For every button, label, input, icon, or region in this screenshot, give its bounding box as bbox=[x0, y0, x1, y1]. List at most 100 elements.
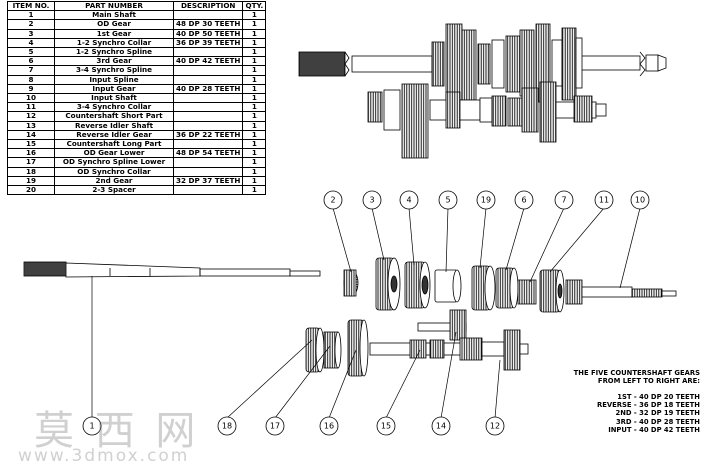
assembled-main-shaft bbox=[351, 55, 433, 73]
bom-header-qty: QTY. bbox=[242, 0, 267, 12]
bom-qty: 1 bbox=[242, 19, 267, 30]
balloon-circle bbox=[323, 190, 343, 210]
bom-description: 40 DP 42 TEETH bbox=[172, 56, 244, 67]
bom-qty: 1 bbox=[242, 148, 267, 159]
bom-qty: 1 bbox=[242, 47, 267, 58]
balloon-label: 12 bbox=[490, 422, 500, 431]
bom-description: 48 DP 54 TEETH bbox=[172, 148, 244, 159]
balloon-circle bbox=[265, 416, 285, 436]
bom-qty: 1 bbox=[242, 93, 267, 104]
bom-qty: 1 bbox=[242, 83, 267, 95]
balloon-label: 5 bbox=[445, 196, 450, 205]
balloon-label: 3 bbox=[369, 196, 374, 205]
note-line bbox=[550, 385, 700, 393]
bom-qty: 1 bbox=[242, 111, 267, 122]
balloon-circle bbox=[630, 190, 650, 210]
bom-description: 36 DP 39 TEETH bbox=[172, 37, 244, 49]
bom-header-row: ITEM NO. PART NUMBER DESCRIPTION QTY. bbox=[7, 0, 267, 12]
assembled-spline-end bbox=[298, 51, 346, 77]
bom-description: 32 DP 37 TEETH bbox=[172, 175, 244, 187]
balloon-circle bbox=[514, 190, 534, 210]
bom-header-description: DESCRIPTION bbox=[172, 0, 244, 12]
balloon-circle bbox=[217, 416, 237, 436]
assembled-input-shaft bbox=[579, 55, 641, 71]
balloons: 2 3 4 5 19 6 7 11 10 1 18 17 16 15 14 12 bbox=[82, 190, 650, 436]
note-line: THE FIVE COUNTERSHAFT GEARS bbox=[573, 369, 700, 377]
watermark-chars: 莫 西 网 bbox=[34, 408, 200, 454]
balloon-circle bbox=[82, 416, 102, 436]
balloon-label: 11 bbox=[599, 196, 609, 205]
watermark-url: www.3dmox.com bbox=[18, 446, 190, 466]
balloon-label: 14 bbox=[436, 422, 446, 431]
bom-qty: 1 bbox=[242, 120, 267, 131]
balloon-label: 10 bbox=[635, 196, 645, 205]
balloon-circle bbox=[594, 190, 614, 210]
balloon-circle bbox=[399, 190, 419, 210]
bom-qty: 1 bbox=[242, 166, 267, 177]
countershaft-gears-note: THE FIVE COUNTERSHAFT GEARS FROM LEFT TO… bbox=[550, 369, 700, 434]
bom-description: 40 DP 50 TEETH bbox=[172, 28, 244, 39]
balloon-label: 1 bbox=[89, 422, 94, 431]
bom-description: 40 DP 28 TEETH bbox=[172, 83, 244, 95]
note-line: 2ND - 32 DP 19 TEETH bbox=[615, 409, 701, 418]
bom-qty: 1 bbox=[242, 28, 267, 39]
bom-qty: 1 bbox=[242, 129, 267, 141]
bom-qty: 1 bbox=[242, 37, 267, 49]
balloon-label: 18 bbox=[222, 422, 232, 431]
balloon-label: 2 bbox=[330, 196, 335, 205]
bom-qty: 1 bbox=[242, 102, 267, 113]
balloon-label: 7 bbox=[561, 196, 566, 205]
bom-description: 36 DP 22 TEETH bbox=[172, 129, 244, 141]
bom-description: 48 DP 30 TEETH bbox=[172, 19, 244, 30]
balloon-circle bbox=[431, 416, 451, 436]
balloon-circle bbox=[476, 190, 496, 210]
balloon-label: 17 bbox=[270, 422, 280, 431]
note-line: 3RD - 40 DP 28 TEETH bbox=[615, 417, 700, 426]
balloon-circle bbox=[485, 416, 505, 436]
note-line: REVERSE - 36 DP 18 TEETH bbox=[597, 401, 700, 410]
note-line: 1ST - 40 DP 20 TEETH bbox=[617, 393, 700, 402]
bom-qty: 1 bbox=[242, 185, 267, 196]
bom-qty: 1 bbox=[242, 157, 267, 168]
balloon-label: 15 bbox=[381, 422, 391, 431]
note-line: FROM LEFT TO RIGHT ARE: bbox=[597, 377, 700, 386]
balloon-label: 19 bbox=[481, 196, 491, 205]
bom-description bbox=[172, 185, 244, 196]
bom-qty: 1 bbox=[242, 10, 267, 21]
balloon-circle bbox=[554, 190, 574, 210]
bom-qty: 1 bbox=[242, 56, 267, 67]
assembled-view bbox=[298, 23, 667, 159]
bom-qty: 1 bbox=[242, 74, 267, 85]
exploded-main-shaft bbox=[23, 261, 321, 278]
note-line: INPUT - 40 DP 42 TEETH bbox=[608, 425, 700, 434]
balloon-circle bbox=[376, 416, 396, 436]
leader-lines bbox=[91, 207, 641, 419]
exploded-upper-gears bbox=[343, 257, 677, 313]
bom-qty: 1 bbox=[242, 65, 267, 76]
balloon-circle bbox=[438, 190, 458, 210]
bom-qty: 1 bbox=[242, 175, 267, 187]
balloon-label: 16 bbox=[324, 422, 334, 431]
bom-qty: 1 bbox=[242, 139, 267, 150]
balloon-label: 6 bbox=[521, 196, 526, 205]
balloon-label: 4 bbox=[406, 196, 411, 205]
balloon-circle bbox=[362, 190, 382, 210]
exploded-countershaft bbox=[305, 309, 529, 377]
balloon-circle bbox=[319, 416, 339, 436]
